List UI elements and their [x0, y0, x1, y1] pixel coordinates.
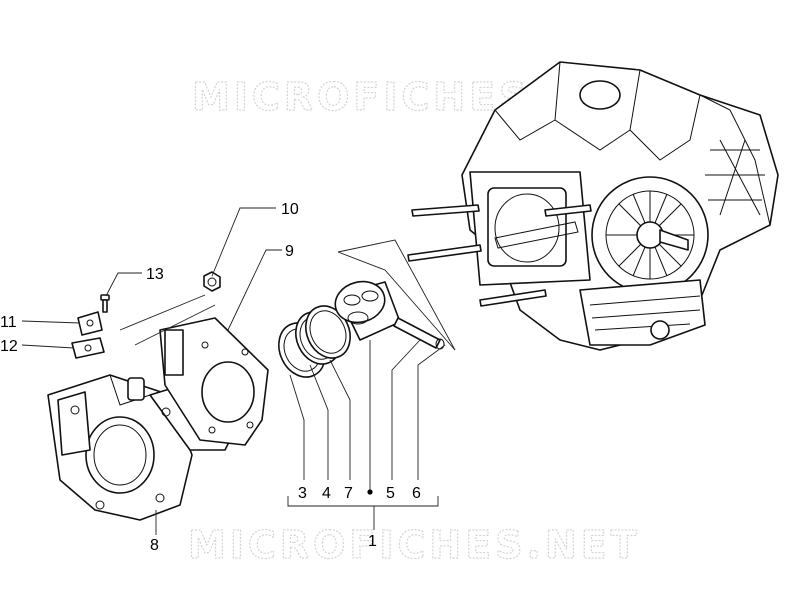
leader-lines [21, 207, 456, 535]
callout-4: 4 [322, 485, 331, 502]
nut-hole [207, 277, 217, 287]
callout-13: 13 [146, 266, 164, 283]
callout-12: 12 [0, 338, 18, 355]
callout-10: 10 [281, 201, 299, 218]
callout-8: 8 [150, 537, 159, 554]
nut [203, 271, 221, 292]
callout-1: 1 [368, 533, 377, 550]
callout-9: 9 [285, 243, 294, 260]
screw [100, 294, 110, 313]
watermark-bottom: MICROFICHES.NET [188, 523, 641, 567]
callout-5: 5 [386, 485, 395, 502]
callout-6: 6 [412, 485, 421, 502]
crankcase [407, 61, 779, 351]
base-gasket [159, 317, 269, 446]
callout-7: 7 [344, 485, 353, 502]
wrist-pin [393, 317, 445, 350]
piston-dot [367, 489, 373, 495]
callout-3: 3 [298, 485, 307, 502]
piston-ring-7 [305, 305, 351, 359]
bracket [71, 337, 105, 359]
clamp [77, 311, 103, 336]
piston [334, 280, 401, 341]
callout-11: 11 [0, 314, 17, 331]
